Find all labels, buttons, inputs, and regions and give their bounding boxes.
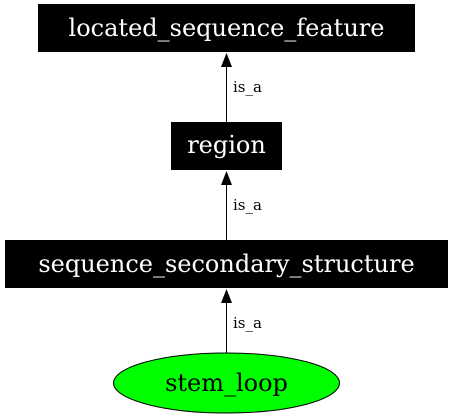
- edge-sequence-secondary-structure-to-region: is_a: [221, 171, 262, 240]
- node-region[interactable]: region: [171, 122, 282, 170]
- edge-label: is_a: [233, 196, 262, 214]
- arrowhead-icon: [221, 289, 232, 303]
- node-box: [5, 240, 448, 288]
- node-box: [38, 4, 415, 52]
- arrowhead-icon: [221, 53, 232, 67]
- node-located-sequence-feature[interactable]: located_sequence_feature: [38, 4, 415, 52]
- node-label: stem_loop: [165, 369, 288, 397]
- node-label: region: [187, 131, 266, 159]
- arrowhead-icon: [221, 171, 232, 185]
- edge-stem-loop-to-sequence-secondary-structure: is_a: [221, 289, 262, 353]
- node-sequence-secondary-structure[interactable]: sequence_secondary_structure: [5, 240, 448, 288]
- node-label: located_sequence_feature: [69, 14, 385, 42]
- node-label: sequence_secondary_structure: [38, 250, 414, 278]
- edge-region-to-located-sequence-feature: is_a: [221, 53, 262, 122]
- edge-label: is_a: [233, 78, 262, 96]
- node-box: [171, 122, 282, 170]
- edge-label: is_a: [233, 314, 262, 332]
- node-stem-loop[interactable]: stem_loop: [113, 352, 340, 414]
